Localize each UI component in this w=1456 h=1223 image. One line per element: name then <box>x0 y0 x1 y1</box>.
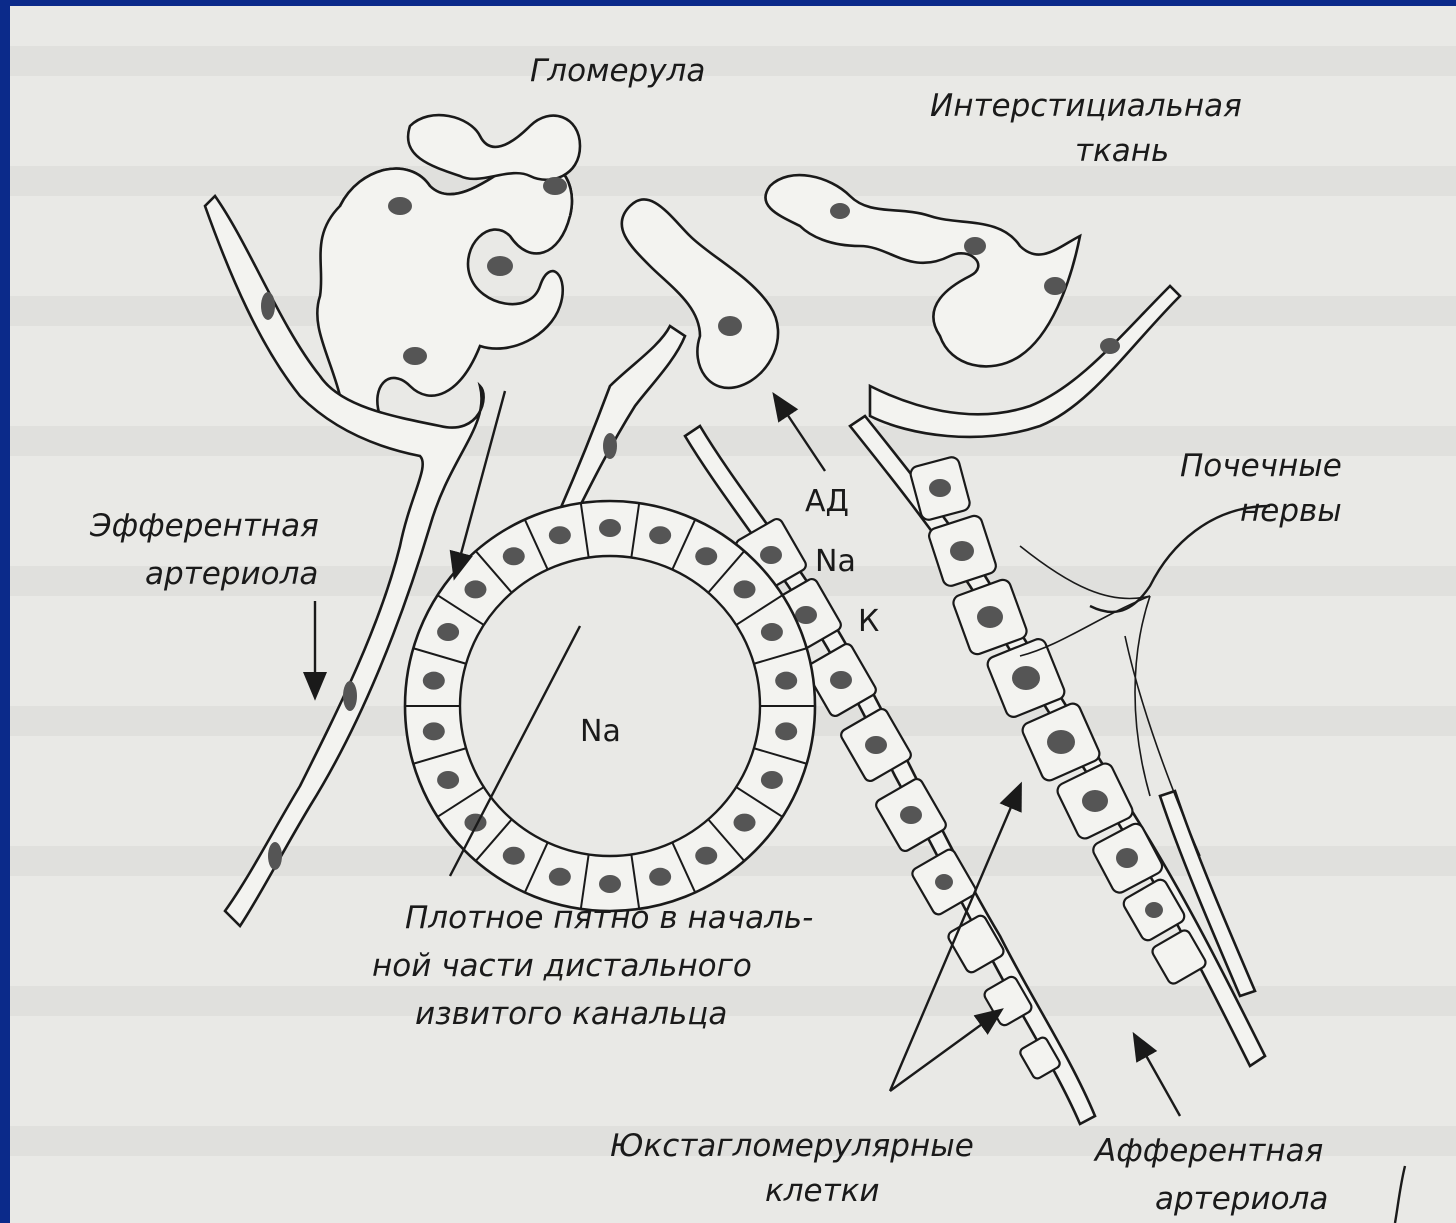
glomerular-capillary-loops <box>317 115 778 426</box>
efferent-label-line1: Эфферентная <box>89 508 319 544</box>
interstitial-label-line2: ткань <box>1075 133 1169 169</box>
interstitial-label-line1: Интерстициальная <box>930 88 1242 124</box>
cell-nucleus <box>464 580 486 598</box>
cell-nucleus <box>695 847 717 865</box>
vascular-stalk <box>555 326 685 526</box>
cell-nucleus <box>734 580 756 598</box>
cell-nucleus <box>775 672 797 690</box>
jg-cells-label-line2: клетки <box>765 1173 880 1209</box>
diagram-frame: Гломерула Интерстициальная ткань Эфферен… <box>10 6 1456 1223</box>
ad-label: АД <box>805 484 849 519</box>
cell-nucleus <box>761 771 783 789</box>
cell-nucleus <box>775 722 797 740</box>
cell-nucleus <box>503 547 525 565</box>
cell-nucleus <box>599 519 621 537</box>
cell-nucleus <box>549 868 571 886</box>
cell-nucleus <box>423 722 445 740</box>
distal-tubule-ring <box>405 501 815 911</box>
macula-label-line3: извитого канальца <box>415 996 727 1032</box>
renal-nerves-label-line2: нервы <box>1240 493 1342 529</box>
cell-nucleus <box>437 771 459 789</box>
cell-nucleus <box>695 547 717 565</box>
k-label: К <box>858 604 879 639</box>
cell-nucleus <box>599 875 621 893</box>
na-lumen-label: Na <box>580 714 621 749</box>
efferent-label-line2: артериола <box>145 556 318 592</box>
macula-label-line2: ной части дистального <box>372 948 752 984</box>
cell-nucleus <box>649 526 671 544</box>
afferent-label-line2: артериола <box>1155 1181 1328 1217</box>
cell-nucleus <box>734 814 756 832</box>
macula-label-line1: Плотное пятно в началь- <box>405 900 813 936</box>
cell-nucleus <box>437 623 459 641</box>
renal-nerves-label-line1: Почечные <box>1180 448 1342 484</box>
cell-nucleus <box>503 847 525 865</box>
cell-nucleus <box>649 868 671 886</box>
cell-nucleus <box>423 672 445 690</box>
jg-cells-label-line1: Юкстагломерулярные <box>610 1128 974 1164</box>
afferent-label-line1: Афферентная <box>1093 1133 1323 1169</box>
juxtaglomerular-diagram: Гломерула Интерстициальная ткань Эфферен… <box>10 6 1456 1223</box>
cell-nucleus <box>761 623 783 641</box>
na-outer-label: Na <box>815 544 856 579</box>
glomerulus-label: Гломерула <box>530 53 705 89</box>
cell-nucleus <box>549 526 571 544</box>
interstitial-tissue <box>765 175 1180 437</box>
